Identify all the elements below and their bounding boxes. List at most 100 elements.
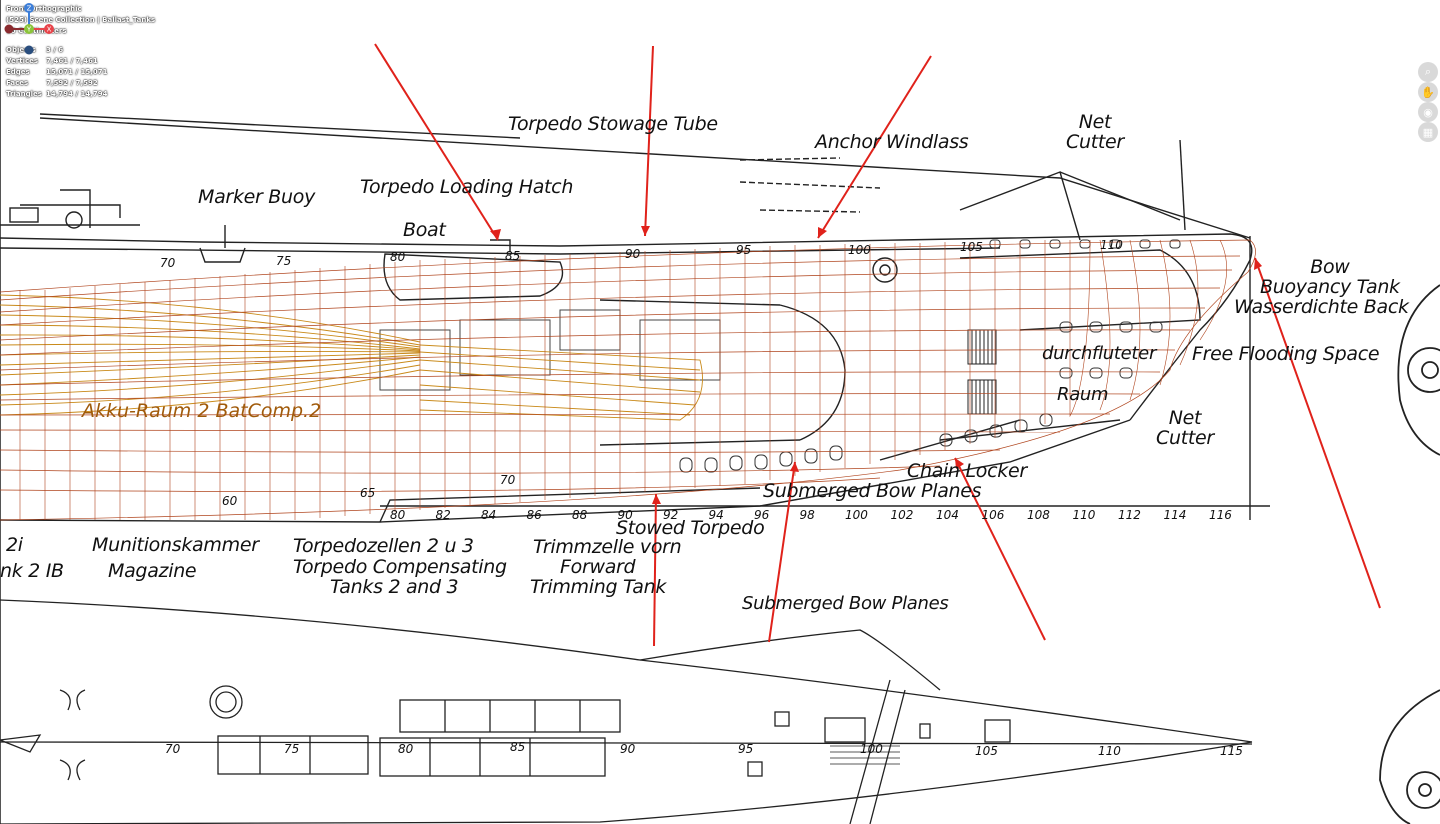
- stat-value: 3 / 6: [46, 46, 64, 54]
- frame-number: 85: [510, 740, 526, 754]
- y-axis-handle[interactable]: [24, 24, 34, 34]
- frame-number: 80: [390, 508, 406, 522]
- label-free-flooding-space: Free Flooding Space: [1192, 343, 1380, 365]
- neg-x-axis-handle[interactable]: [4, 24, 14, 34]
- frame-number: 108: [1027, 508, 1050, 522]
- frame-number: 75: [284, 742, 300, 756]
- orthographic-toggle-button[interactable]: ▦: [1418, 122, 1438, 142]
- label-stowed-torpedo: Stowed Torpedo: [616, 517, 765, 539]
- viewport-info-overlay: Front Orthographic (525) Scene Collectio…: [6, 4, 155, 100]
- label-torpedo-compensating: Torpedo Compensating: [293, 556, 507, 578]
- stat-row: Edges 15,071 / 15,071: [6, 67, 155, 78]
- x-axis-handle[interactable]: [44, 24, 54, 34]
- z-axis-handle[interactable]: [24, 3, 34, 13]
- frame-number: 88: [572, 508, 588, 522]
- magnifier-icon: ⌕: [1424, 65, 1432, 78]
- grid-icon: ▦: [1422, 125, 1434, 139]
- label-2i: 2i: [6, 534, 23, 556]
- label-submerged-bow-planes: Submerged Bow Planes: [763, 480, 982, 502]
- wireframe-ribs: [19, 239, 1227, 520]
- hand-icon: ✋: [1421, 85, 1435, 99]
- label-akku-raum: Akku-Raum 2 BatComp.2: [82, 400, 322, 422]
- frame-number: 106: [981, 508, 1005, 522]
- label-torpedo-stowage-tube: Torpedo Stowage Tube: [508, 113, 718, 135]
- frame-number: 100: [860, 742, 883, 756]
- stat-value: 7,461 / 7,461: [46, 57, 98, 65]
- side-profile-hull: [0, 113, 1270, 523]
- label-wasserdichte-back: Wasserdichte Back: [1234, 296, 1409, 318]
- frame-number: 90: [620, 742, 636, 756]
- label-durchfluteter: durchfluteter: [1042, 343, 1157, 364]
- label-anchor-windlass: Anchor Windlass: [815, 131, 969, 153]
- label-torpedo-loading-hatch: Torpedo Loading Hatch: [360, 176, 574, 198]
- frame-number: 60: [222, 494, 238, 508]
- camera-view-button[interactable]: ◉: [1418, 102, 1438, 122]
- frame-number: 114: [1163, 508, 1187, 522]
- frame-number: 116: [1209, 508, 1232, 522]
- frame-number: 98: [799, 508, 815, 522]
- stat-row: Vertices 7,461 / 7,461: [6, 56, 155, 67]
- frame-number: 105: [975, 744, 998, 758]
- stat-label: Faces: [6, 79, 29, 87]
- label-raum: Raum: [1057, 384, 1109, 405]
- frame-number: 104: [936, 508, 959, 522]
- wireframe-hull[interactable]: [0, 239, 1256, 521]
- x-axis-label: X: [47, 26, 52, 34]
- label-tank-2-ib: nk 2 IB: [0, 560, 64, 582]
- frame-number: 80: [398, 742, 414, 756]
- frame-number: 115: [1220, 744, 1243, 758]
- frame-number: 70: [500, 473, 516, 487]
- label-submerged-bow-planes-plan: Submerged Bow Planes: [742, 593, 949, 614]
- stat-value: 15,071 / 15,071: [46, 68, 108, 76]
- y-axis-label: Y: [26, 26, 32, 34]
- label-trimming-tank: Trimming Tank: [530, 576, 667, 598]
- label-forward: Forward: [560, 556, 636, 578]
- stat-row: Triangles 14,794 / 14,794: [6, 89, 155, 100]
- neg-z-axis-handle[interactable]: [24, 45, 34, 55]
- plan-view-hull: [0, 599, 1253, 824]
- label-bow-buoyancy-tank: Bow Buoyancy Tank: [1260, 256, 1400, 298]
- frame-number: 105: [960, 240, 983, 254]
- stat-value: 14,794 / 14,794: [46, 90, 108, 98]
- units-label: 10 Centimeters: [6, 27, 67, 35]
- frame-number: 95: [738, 742, 754, 756]
- stat-label: Vertices: [6, 57, 39, 65]
- label-munitionskammer: Munitionskammer: [92, 534, 259, 556]
- camera-icon: ◉: [1423, 105, 1433, 119]
- frame-number: 90: [617, 508, 633, 522]
- annotation-arrows: [374, 43, 1381, 647]
- frame-number: 82: [435, 508, 451, 522]
- stat-label: Objects: [6, 46, 36, 54]
- stat-row: Objects 3 / 6: [6, 45, 155, 56]
- porthole-row-mid: [1059, 321, 1163, 379]
- frame-number: 80: [390, 250, 406, 264]
- frame-number: 100: [845, 508, 868, 522]
- frame-number: 92: [663, 508, 679, 522]
- frame-number: 102: [890, 508, 914, 522]
- label-magazine: Magazine: [108, 560, 197, 582]
- frame-number: 90: [625, 247, 641, 261]
- label-chain-locker: Chain Locker: [907, 460, 1027, 482]
- collection-name: (525) Scene Collection | Ballast_Tanks: [6, 16, 156, 24]
- frame-number: 110: [1098, 744, 1121, 758]
- z-axis-label: Z: [27, 5, 32, 13]
- stat-label: Edges: [6, 68, 30, 76]
- frame-number: 84: [481, 508, 497, 522]
- label-boat: Boat: [403, 219, 446, 241]
- frame-number: 70: [165, 742, 181, 756]
- navigation-gizmo[interactable]: Z X Y: [0, 0, 56, 56]
- frame-number: 86: [526, 508, 542, 522]
- stat-label: Triangles: [6, 90, 42, 98]
- frame-number: 95: [736, 243, 752, 257]
- label-net-cutter-bottom: Net Cutter: [1156, 407, 1214, 449]
- zoom-button[interactable]: ⌕: [1418, 62, 1438, 82]
- frame-number: 70: [160, 256, 176, 270]
- pan-button[interactable]: ✋: [1418, 82, 1438, 102]
- frame-number: 65: [360, 486, 376, 500]
- frame-number: 110: [1100, 238, 1123, 252]
- arrow-heads: [490, 226, 1262, 504]
